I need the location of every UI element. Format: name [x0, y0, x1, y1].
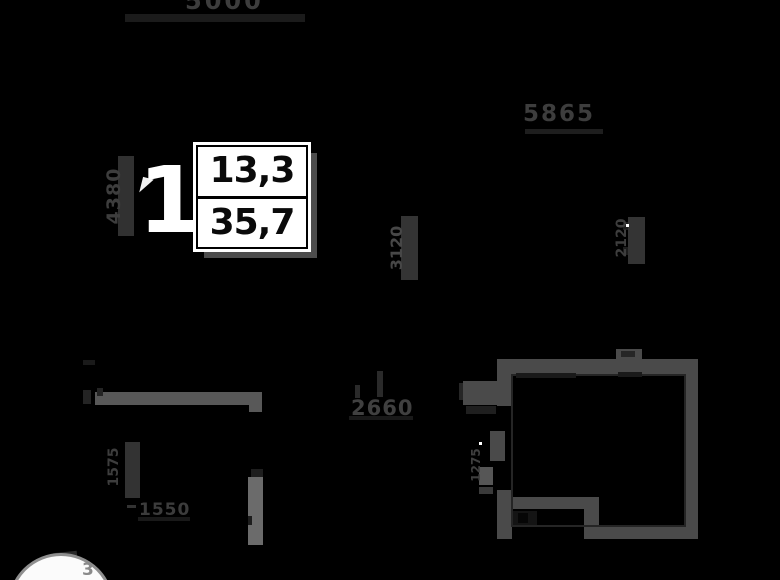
wall-vertical-lower-notch	[248, 516, 252, 525]
wall-stub-left	[118, 156, 134, 236]
dimension-bottom-middle-underline	[349, 416, 413, 420]
connecting-wall-tick	[459, 383, 463, 400]
dimension-right-vertical: 2120	[614, 218, 630, 258]
balcony-inner-marks-b	[618, 372, 642, 377]
dimension-middle-vertical: 3120	[387, 225, 406, 271]
wall-vertical-lower	[248, 477, 263, 545]
balcony-notch-inner	[621, 351, 635, 357]
wall-stub-middle	[401, 216, 418, 280]
dim-tick-a	[355, 385, 360, 398]
dimension-bottom-left-vertical: 1575	[106, 447, 122, 487]
connecting-wall	[463, 381, 510, 405]
pivot-dot-balcony	[479, 442, 482, 445]
wall-top-line	[125, 14, 305, 22]
dimension-top: 5000	[185, 0, 264, 14]
axis-marker-label: 3	[82, 560, 94, 580]
balcony-inner-marks-a	[516, 373, 576, 378]
wall-left-mark-a	[83, 390, 91, 404]
balcony-wall-bottom-left	[497, 497, 599, 509]
wall-horizontal-left-endcap	[249, 404, 262, 412]
axis-marker-circle	[8, 553, 114, 580]
dimension-bottom-left-dash	[127, 505, 136, 508]
wall-stub-right-mark-b	[623, 247, 628, 255]
wall-stub-right	[628, 217, 645, 264]
pivot-dot-right	[626, 224, 629, 227]
dimension-left-vertical: 4380	[103, 167, 125, 225]
dimension-top-right-ticks	[525, 129, 603, 134]
unit-label-box[interactable]: 13,3 35,7	[193, 142, 311, 252]
connecting-wall-marks	[466, 406, 496, 414]
wall-stub-lower-left	[125, 442, 140, 498]
balcony-wall-right	[684, 359, 698, 539]
balcony-wall-bottom-right	[599, 526, 698, 539]
wall-left-dash	[83, 360, 95, 365]
dimension-bottom-left: 1550	[139, 500, 191, 520]
dimension-top-clip: 5000	[183, 0, 305, 14]
balcony-wall-left-mid	[490, 431, 505, 461]
unit-number: 1	[138, 147, 203, 254]
balcony-wall-left-bottom	[497, 490, 512, 539]
wall-left-mark-b	[97, 388, 103, 396]
unit-area-top: 13,3	[198, 147, 306, 196]
balcony-stub-b	[479, 487, 493, 494]
wall-horizontal-left	[95, 392, 262, 405]
dim-tick-b	[377, 371, 383, 397]
balcony-door-detail-dark	[518, 513, 528, 523]
unit-area-bottom: 35,7	[198, 198, 306, 247]
wall-vertical-lower-cap	[251, 469, 263, 477]
balcony-inner-outline	[511, 374, 686, 527]
balcony-wall-top	[497, 359, 697, 375]
dimension-bottom-left-underline	[138, 517, 190, 521]
wall-stub-right-mark-a	[623, 222, 628, 230]
balcony-stub-a	[479, 467, 493, 485]
dimension-top-right: 5865	[523, 101, 596, 127]
